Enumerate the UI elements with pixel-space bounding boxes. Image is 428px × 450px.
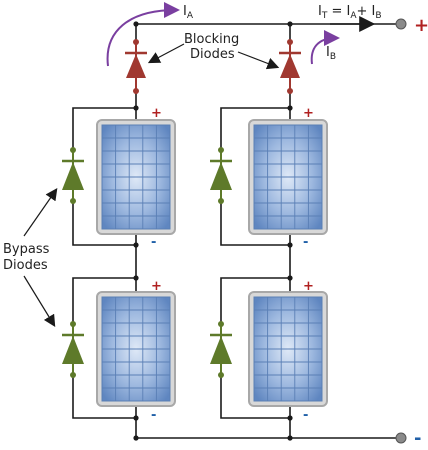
bypass-diode-a1-icon: [62, 147, 84, 204]
bypass-diode-b2-icon: [210, 321, 232, 378]
pointer-blocking-b: [237, 51, 280, 70]
panel-a2-plus: +: [151, 279, 162, 294]
current-b-label: IB: [326, 45, 336, 62]
solar-panel-a1: [96, 119, 176, 235]
label-pointers: [23, 43, 280, 328]
negative-terminal-icon: [395, 432, 407, 444]
panel-b2-minus: -: [303, 408, 308, 423]
pointer-bypass-a1: [23, 188, 58, 237]
panel-a1-plus: +: [151, 106, 162, 121]
bypass-diodes-label-line1: Bypass: [3, 242, 50, 257]
panel-a1-minus: -: [151, 235, 156, 250]
blocking-diodes-label-line2: Diodes: [190, 47, 235, 62]
current-arrow-a-icon: [106, 2, 180, 67]
bypass-diodes-label-line2: Diodes: [3, 258, 48, 273]
panel-a2-minus: -: [151, 408, 156, 423]
junction-dots: [133, 21, 293, 441]
current-a-label: IA: [183, 4, 194, 21]
pointer-blocking-a: [147, 43, 185, 64]
solar-panel-b1: [248, 119, 328, 235]
panel-b1-minus: -: [303, 235, 308, 250]
blocking-diode-a-icon: [125, 39, 147, 94]
bypass-diode-a2-icon: [62, 321, 84, 378]
output-plus-sign: +: [414, 15, 428, 36]
output-minus-sign: -: [414, 428, 421, 449]
solar-panel-a2: [96, 291, 176, 407]
bypass-diode-b1-icon: [210, 147, 232, 204]
positive-terminal-icon: [395, 18, 407, 30]
solar-panel-b2: [248, 291, 328, 407]
panel-b1-plus: +: [303, 106, 314, 121]
panel-b2-plus: +: [303, 279, 314, 294]
blocking-diode-b-icon: [279, 39, 301, 94]
blocking-diodes-label-line1: Blocking: [184, 32, 239, 47]
total-current-label: IT = IA+ IB: [318, 4, 382, 21]
pointer-bypass-a2: [23, 275, 56, 328]
current-arrow-b-icon: [310, 30, 340, 65]
